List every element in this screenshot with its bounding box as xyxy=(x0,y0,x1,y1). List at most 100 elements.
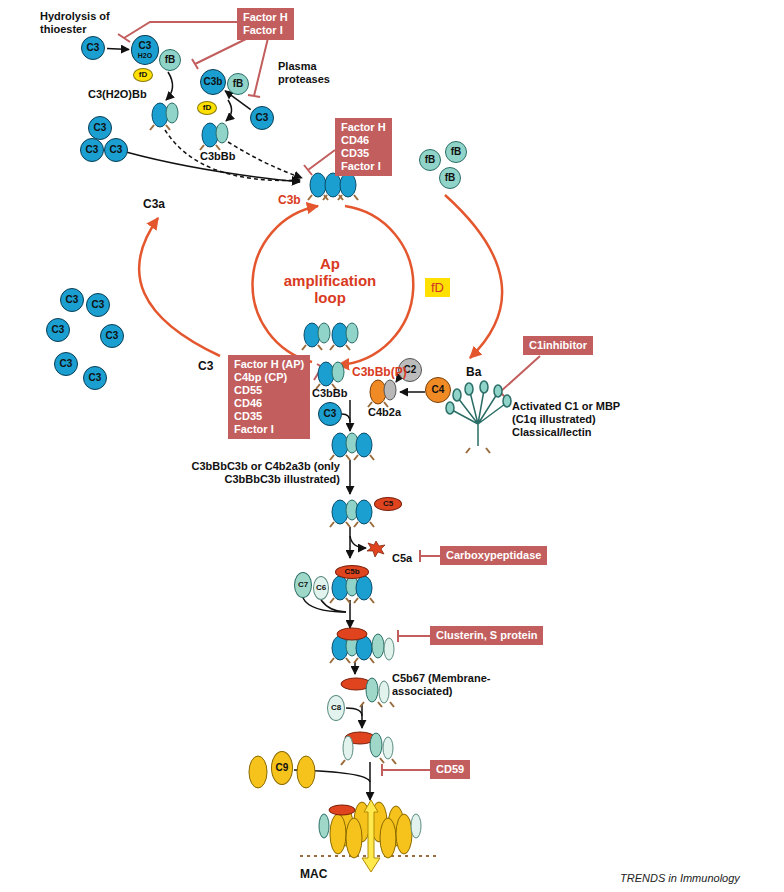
node-text: CD35 xyxy=(234,410,262,423)
protein-circle: C3 xyxy=(81,36,105,60)
complexes-part xyxy=(216,123,228,143)
complexes-part xyxy=(337,628,367,640)
node-text: C5b xyxy=(344,568,359,576)
protein-circle: fB xyxy=(439,167,461,189)
activated-c1-part xyxy=(466,448,490,453)
protein-circle: C3 xyxy=(100,324,124,348)
protein-circle: C3 xyxy=(104,138,128,162)
diagram-label: C3bBbC3b or C4b2a3b (only C3bBbC3b illus… xyxy=(170,460,340,486)
mac-pore-part xyxy=(330,814,346,854)
node-text: C7 xyxy=(298,581,308,589)
amplification-loop-arrows xyxy=(139,195,502,365)
node-text: fB xyxy=(165,55,176,65)
activated-c1 xyxy=(446,381,511,453)
c5a-fragment-part xyxy=(367,541,385,557)
node-text: C8 xyxy=(331,704,341,712)
complexes-part xyxy=(379,681,389,703)
protein-circle: C9 xyxy=(271,751,293,785)
diagram-label: C3bBb(P) xyxy=(352,366,407,379)
node-text: CD35 xyxy=(341,147,369,160)
complexes-part xyxy=(370,733,382,757)
protein-circle: C3 xyxy=(88,116,112,140)
node-text: C6 xyxy=(316,584,326,592)
node-text: CD46 xyxy=(341,134,369,147)
complexes-part xyxy=(249,756,267,788)
complexes-part xyxy=(354,576,374,603)
protein-circle: fB xyxy=(419,149,441,171)
protein-circle: fB xyxy=(227,73,249,95)
mac-pore-part xyxy=(319,814,329,838)
activated-c1-part-part xyxy=(465,383,473,395)
activated-c1-part-part xyxy=(494,385,502,397)
protein-circle: fD xyxy=(133,68,153,82)
node-text: fB xyxy=(445,173,456,183)
formation-arrows-part xyxy=(166,72,173,100)
node-text: C3 xyxy=(94,123,107,133)
protein-circle: C3 xyxy=(83,366,107,390)
formation-arrows-part xyxy=(369,762,371,800)
complexes-part xyxy=(343,736,353,760)
activated-c1-part-part xyxy=(480,381,488,393)
complexes-part xyxy=(338,173,358,200)
node-text: C3 xyxy=(110,145,123,155)
mac-pore-part xyxy=(380,818,396,858)
mac-pore-part xyxy=(411,814,421,838)
node-text: fB xyxy=(425,155,436,165)
protein-circle: C3 xyxy=(250,106,274,130)
node-text: C3b xyxy=(204,77,223,87)
node-text: H2O xyxy=(138,52,152,59)
regulator-box: fD xyxy=(425,278,450,297)
formation-arrows-part xyxy=(165,130,300,180)
complexes-part xyxy=(384,380,396,400)
diagram-label: C3b xyxy=(278,194,301,207)
node-text: Factor H xyxy=(243,11,288,24)
activated-c1-part-part xyxy=(453,389,461,401)
reaction-arrow xyxy=(107,48,129,50)
protein-circle: C5 xyxy=(374,497,402,511)
inhibitor-lines-part xyxy=(420,550,440,562)
complexes-part xyxy=(297,756,315,788)
protein-circle: C3 xyxy=(86,293,110,317)
inhibitor-lines xyxy=(118,22,540,776)
formation-arrows-part xyxy=(342,414,350,422)
diagram-label: MAC xyxy=(300,868,327,881)
node-text: C3 xyxy=(106,331,119,341)
formation-arrows-part xyxy=(361,704,363,728)
protein-circle: C3 xyxy=(318,402,342,426)
diagram-label: Ba xyxy=(466,366,481,379)
node-text: C4bp (CP) xyxy=(234,371,287,384)
formation-arrows-part xyxy=(349,400,351,431)
node-text: fB xyxy=(233,79,244,89)
diagram-label: C3a xyxy=(143,198,165,211)
diagram-label: Activated C1 or MBP (C1q illustrated) Cl… xyxy=(512,400,642,439)
formation-arrows xyxy=(126,72,425,800)
node-text: Factor I xyxy=(243,24,283,37)
formation-arrows-part xyxy=(349,460,351,494)
node-text: fB xyxy=(451,147,462,157)
formation-arrows-part xyxy=(321,600,346,612)
diagram-label: C4b2a xyxy=(368,406,401,419)
mac-pore xyxy=(300,800,440,872)
protein-circle: C3b xyxy=(200,69,226,95)
formation-arrows-part xyxy=(346,708,362,716)
regulator-box: C1inhibitor xyxy=(523,336,593,355)
complexes xyxy=(150,103,396,788)
complexes-part xyxy=(366,678,378,702)
diagram-label: C5b67 (Membrane-associated) xyxy=(392,672,532,698)
node-text: CD59 xyxy=(436,763,464,776)
node-text: CD55 xyxy=(234,384,262,397)
complexes-part xyxy=(346,323,358,343)
complexes-part xyxy=(372,634,384,658)
protein-circle: C3H2O xyxy=(131,35,159,65)
formation-arrows-part xyxy=(354,662,356,674)
complexes-part xyxy=(383,737,393,759)
node-text: C3 xyxy=(60,359,73,369)
node-text: C3 xyxy=(86,145,99,155)
protein-circle: C4 xyxy=(425,377,451,403)
node-text: C3 xyxy=(324,409,337,419)
complexes-part xyxy=(166,103,178,123)
diagram-label: C3bBb xyxy=(200,150,235,163)
node-text: Factor H xyxy=(341,121,386,134)
